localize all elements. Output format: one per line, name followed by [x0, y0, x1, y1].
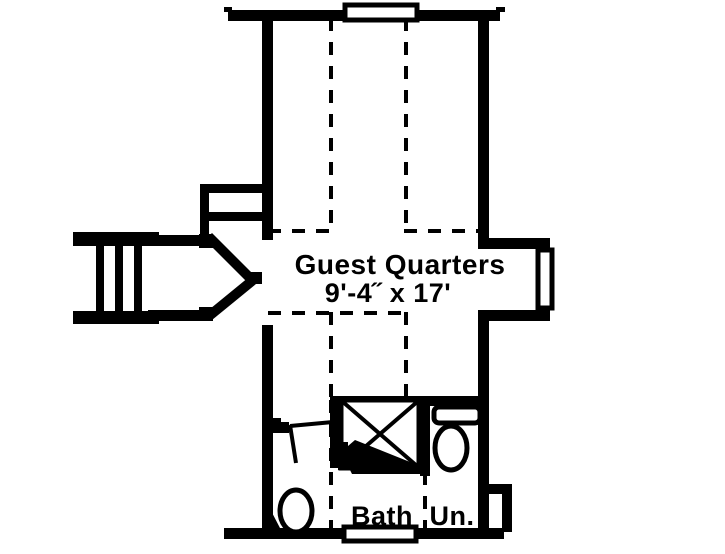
shower-jamb: [338, 442, 348, 470]
balcony-post-2: [115, 246, 123, 312]
shower-door-corner: [341, 440, 420, 474]
bay-west-point: [250, 272, 262, 284]
bay-west-angle-lower: [205, 277, 256, 320]
bay-east-wall-right-lower: [539, 307, 550, 321]
sink-counter-corner: [268, 505, 280, 528]
wall-east-lower: [478, 310, 489, 537]
exterior-walls: [224, 2, 505, 544]
closet-alcove-northwest: [200, 184, 265, 242]
window-right-bay: [535, 247, 555, 311]
balcony-cap-top: [73, 232, 159, 237]
wall-north-tick-left: [224, 7, 232, 12]
sink-oval: [277, 487, 315, 535]
bath-wall-divider: [420, 396, 430, 476]
bay-east-wall-bottom: [478, 310, 550, 321]
oval-sink-basin: [268, 487, 315, 535]
toilet-tank: [431, 404, 483, 426]
closet-se-wall-right: [502, 484, 512, 532]
toilet-bowl: [432, 423, 470, 473]
window-top: [342, 2, 420, 23]
wall-south-tick-left: [224, 528, 232, 539]
label-bath: Bath: [351, 501, 413, 531]
label-guest-quarters-name: Guest Quarters: [295, 249, 506, 280]
wall-west-lower: [262, 325, 273, 537]
bay-east-wall-right-upper: [539, 238, 550, 252]
balcony-rail-bottom: [73, 311, 159, 320]
dashed-ceiling-slope-lines: [268, 18, 478, 534]
wall-east-upper: [478, 10, 489, 238]
bath-wall-west: [330, 396, 340, 468]
balcony-post-1: [96, 246, 104, 312]
wall-north-tick-right: [496, 7, 505, 12]
door-jamb-guest-stub: [273, 418, 281, 430]
corner-shower-stall: [338, 397, 422, 474]
closet-nw-shelf: [200, 212, 265, 221]
door-jamb-guest: [273, 418, 281, 430]
balcony-post-3: [134, 246, 142, 312]
toilet: [431, 404, 483, 473]
balcony-cap-bottom: [73, 319, 159, 324]
bay-east-wall-top: [478, 238, 550, 249]
wall-west-upper: [262, 10, 273, 240]
rectangular-bay-projection-east: [478, 238, 555, 321]
balcony-deck-with-railing: [73, 232, 159, 324]
bay-west-angle-upper: [205, 233, 256, 284]
label-guest-quarters-dims: 9'-4˝ x 17': [325, 278, 451, 308]
door-bath-leaf: [288, 424, 298, 464]
closet-nw-wall-top: [200, 184, 265, 193]
closet-se-wall-top: [480, 484, 512, 494]
room-labels: Guest Quarters 9'-4˝ x 17' Bath Un.: [295, 249, 506, 531]
balcony-rail-top: [73, 237, 159, 246]
wall-west-bay-top-run: [148, 235, 206, 246]
window-bottom: [341, 524, 419, 544]
label-unfinished: Un.: [430, 501, 475, 531]
closet-alcove-southeast: [480, 484, 512, 532]
wall-west-bay-bottom-run: [148, 310, 206, 321]
door-bath-head: [289, 420, 334, 428]
